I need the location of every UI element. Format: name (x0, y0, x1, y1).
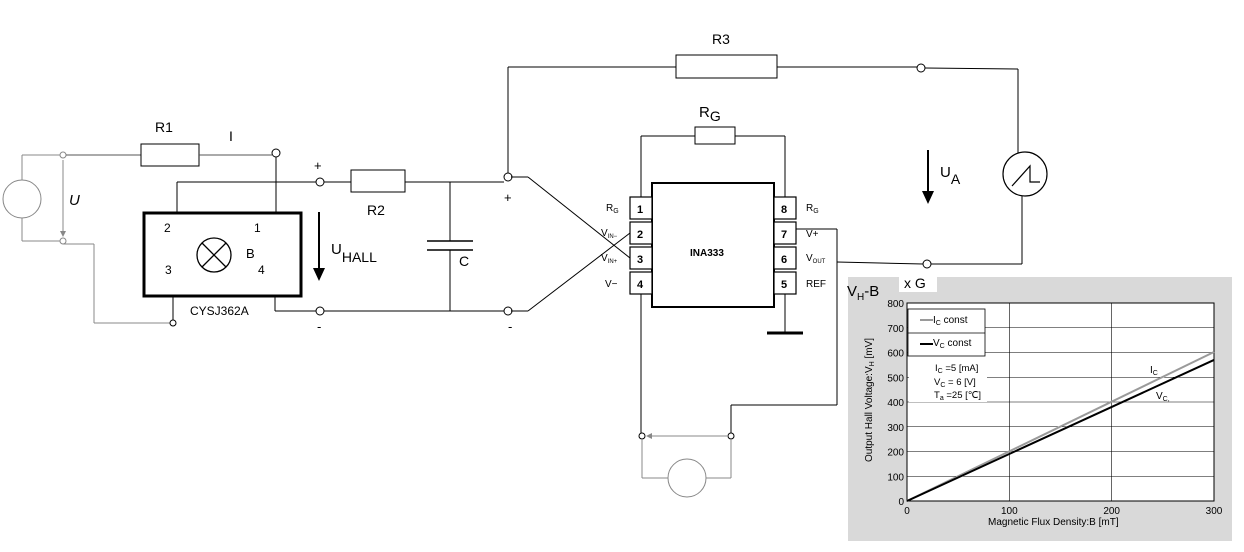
capacitor-c (427, 182, 473, 311)
inset-title: VH-B (847, 283, 879, 303)
y-tick-label: 600 (887, 349, 904, 360)
svg-text:Ta =25 [℃]: Ta =25 [℃] (934, 390, 981, 402)
supply-voltage-source (641, 439, 732, 498)
rg-top-label: RG (699, 104, 721, 124)
chart-ylabel: Output Hall Voltage:VH [mV] (864, 338, 876, 462)
u-hall-label: UHALL (331, 241, 377, 265)
sensor-pin-2: 2 (164, 221, 171, 235)
series-label-ic: IC (1150, 365, 1158, 377)
plus-label-2: + (504, 190, 512, 205)
u-hall-arrow (313, 212, 325, 281)
svg-text:7: 7 (781, 229, 787, 241)
svg-text:5: 5 (781, 279, 787, 291)
voltage-source-u (2, 154, 63, 242)
svg-text:VIN+: VIN+ (601, 253, 618, 265)
legend-ic-const: IC const (933, 315, 968, 327)
sensor-b-label: B (246, 246, 255, 261)
resistor-r1 (140, 143, 200, 167)
magnetic-field-into-page-icon (196, 237, 232, 273)
y-tick-label: 200 (887, 448, 904, 459)
vh-b-chart-inset: 0 100 200 300 400 500 600 700 800 0 100 200 300 VH-… (847, 271, 1232, 541)
x-tick-label: 200 (1103, 506, 1120, 517)
svg-text:V+: V+ (806, 229, 819, 240)
chart-conditions: IC =5 [mA] VC = 6 [V] Ta =25 [℃] (909, 363, 987, 402)
legend-vc-const: VC const (933, 338, 972, 350)
svg-text:REF: REF (806, 279, 826, 290)
chart-xlabel: Magnetic Flux Density:B [mT] (988, 517, 1119, 528)
sensor-pin-3: 3 (165, 263, 172, 277)
svg-text:VIN−: VIN− (601, 228, 618, 240)
svg-text:RG: RG (606, 203, 619, 215)
y-tick-label: 700 (887, 324, 904, 335)
u-a-arrow (922, 150, 934, 204)
chip-left-pins (629, 196, 653, 295)
minus-label-1: - (317, 319, 321, 334)
x-tick-label: 100 (1001, 506, 1018, 517)
svg-text:1: 1 (637, 204, 643, 216)
y-tick-label: 800 (887, 299, 904, 310)
oscilloscope-meter (1002, 151, 1048, 197)
chip-name-label: INA333 (690, 248, 724, 259)
series-line-ic-const (906, 351, 1215, 502)
sensor-name-label: CYSJ362A (190, 304, 249, 318)
svg-text:3: 3 (637, 254, 643, 266)
sensor-pin-4: 4 (258, 263, 265, 277)
svg-text:IC =5 [mA]: IC =5 [mA] (935, 363, 978, 375)
minus-label-2: - (508, 319, 512, 334)
y-tick-label: 400 (887, 398, 904, 409)
series-line-vc-const (906, 359, 1215, 502)
chart-x-ticks: 0 100 200 300 (904, 506, 1223, 517)
svg-text:RG: RG (806, 203, 819, 215)
svg-text:VC = 6 [V]: VC = 6 [V] (934, 377, 976, 389)
gain-label: x G (904, 275, 926, 291)
u-label: U (69, 192, 80, 209)
resistor-r2 (350, 169, 406, 193)
y-tick-label: 300 (887, 423, 904, 434)
y-tick-label: 100 (887, 472, 904, 483)
svg-text:8: 8 (781, 204, 787, 216)
svg-text:6: 6 (781, 254, 787, 266)
chart-legend: IC const VC const (907, 308, 986, 357)
series-label-vc: VC, (1156, 391, 1170, 403)
svg-text:V−: V− (605, 279, 618, 290)
y-tick-label: 500 (887, 373, 904, 384)
sensor-pin-1: 1 (254, 221, 261, 235)
ina333-chip (651, 182, 775, 308)
svg-text:2: 2 (637, 229, 643, 241)
r2-label: R2 (367, 202, 385, 218)
x-tick-label: 0 (904, 506, 910, 517)
y-tick-label: 0 (898, 497, 904, 508)
resistor-rg (694, 126, 736, 145)
chart-y-ticks: 0 100 200 300 400 500 600 700 800 (887, 299, 904, 508)
current-i-label: I (229, 128, 233, 144)
c-label: C (459, 253, 469, 269)
chart-series (906, 351, 1215, 502)
svg-text:VOUT: VOUT (806, 253, 826, 265)
resistor-r3 (675, 54, 778, 79)
plus-label-1: + (314, 158, 322, 173)
svg-text:4: 4 (637, 279, 644, 291)
r3-label: R3 (712, 31, 730, 47)
r1-label: R1 (155, 119, 173, 135)
u-a-label: UA (940, 164, 961, 187)
x-tick-label: 300 (1206, 506, 1223, 517)
chip-left-pin-labels: 1 2 3 4 RG VIN− VIN+ V− (601, 203, 644, 291)
chip-right-pin-labels: 8 7 6 5 RG V+ VOUT REF (781, 203, 826, 291)
